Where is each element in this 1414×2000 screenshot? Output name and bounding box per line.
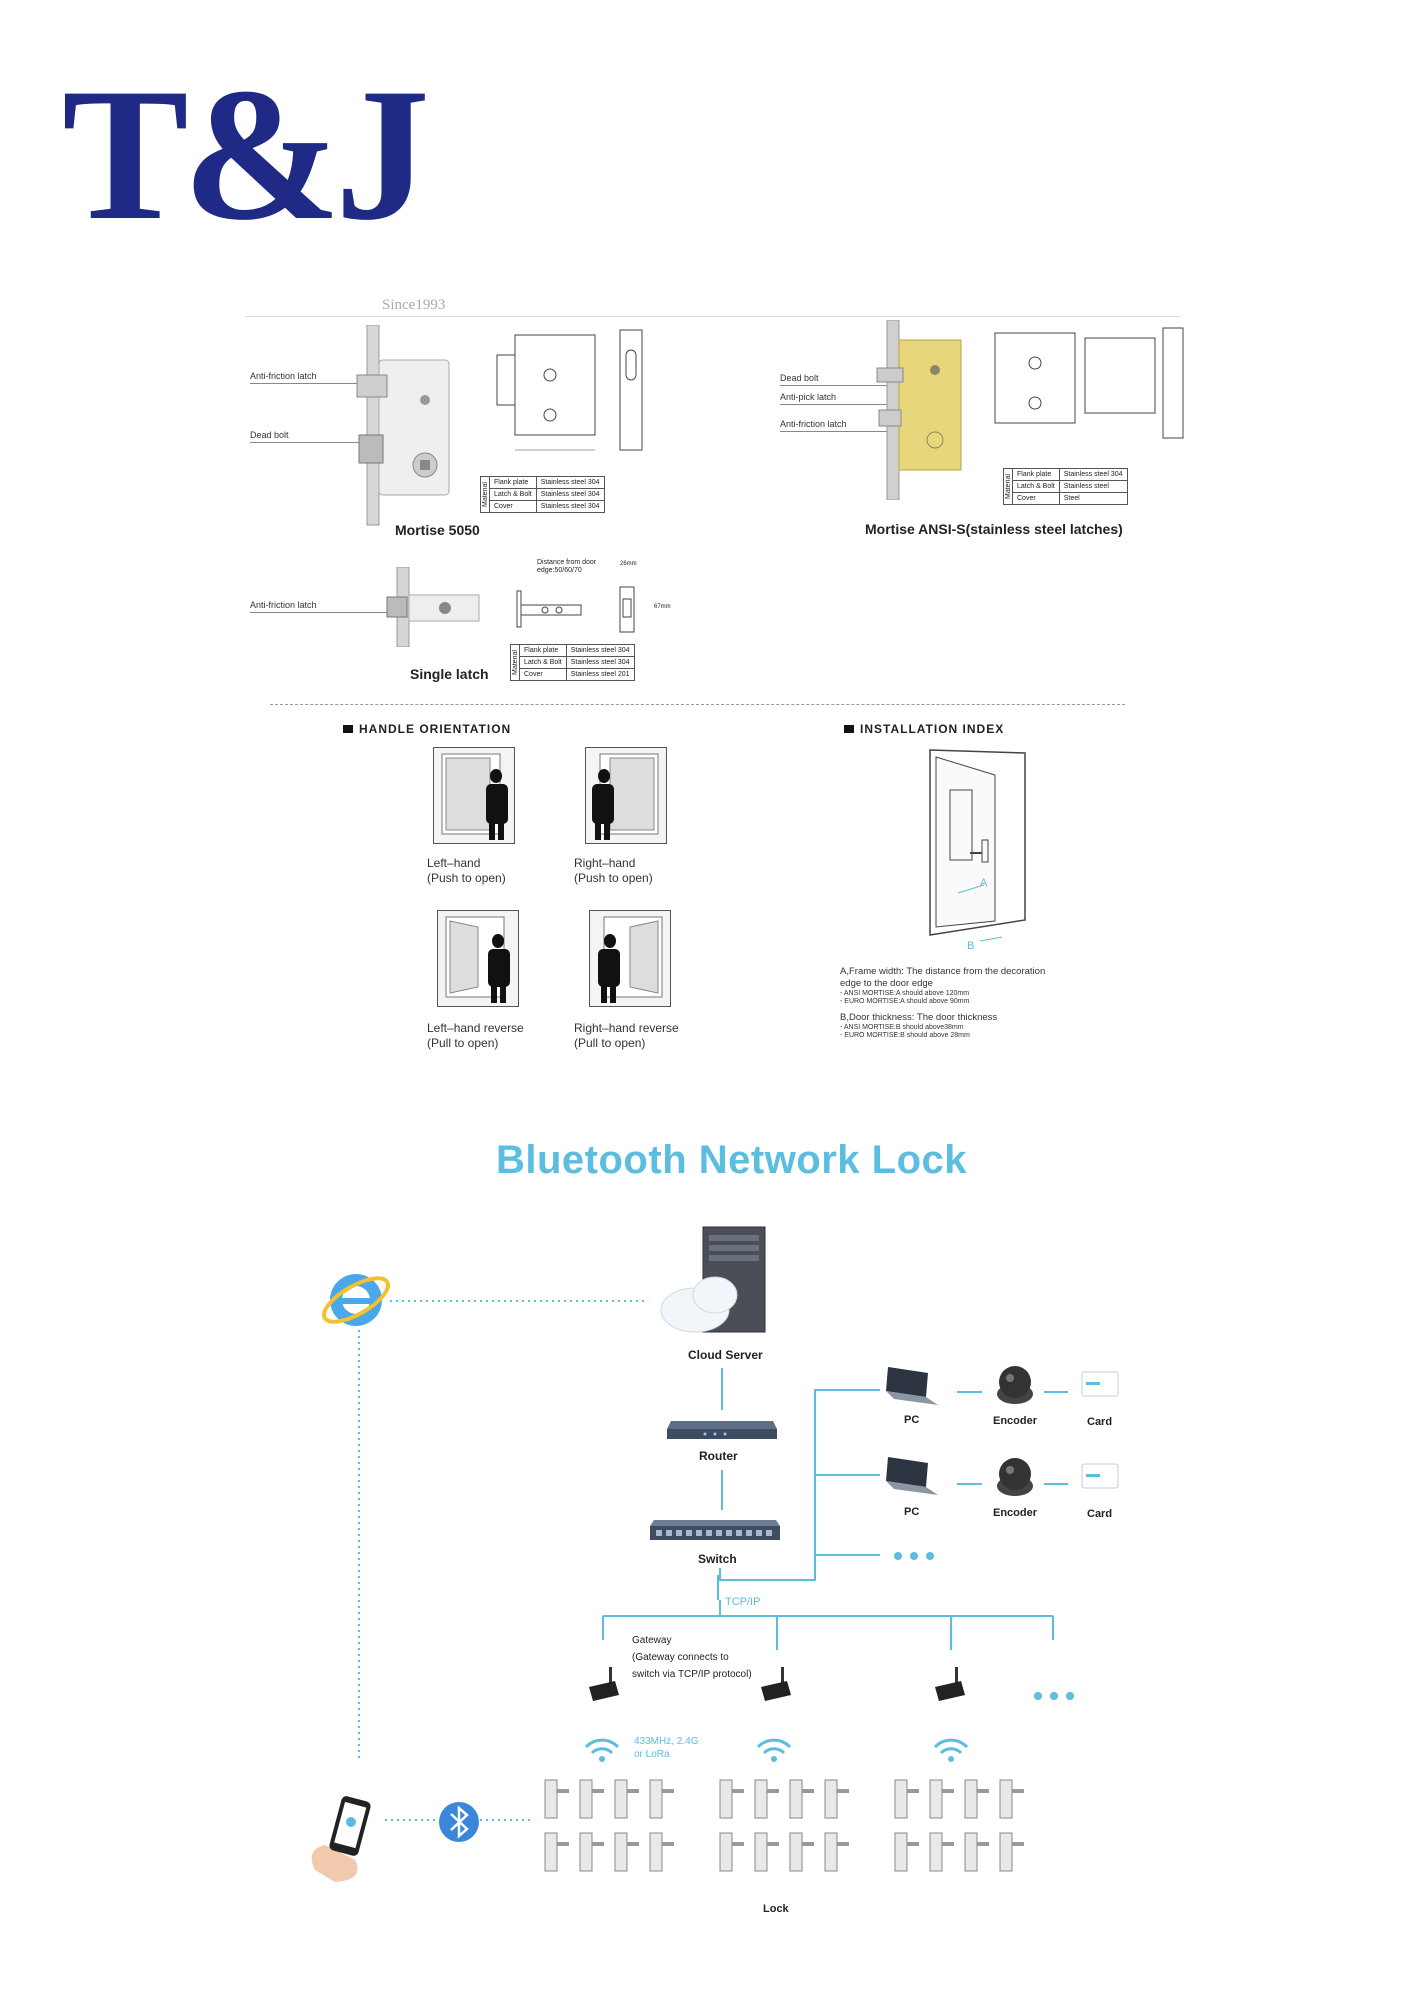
installation-index-heading: INSTALLATION INDEX [844, 722, 1004, 736]
card-label-1: Card [1087, 1416, 1113, 1428]
pc-icon-1 [886, 1367, 938, 1405]
mortise-ansi-photo [876, 320, 962, 500]
switch-label: Switch [698, 1552, 737, 1566]
door-left-hand-figure [433, 747, 515, 844]
lock-array [544, 1779, 1025, 1872]
handle-right-hand-reverse [589, 910, 671, 1012]
encoder-icon-1 [997, 1366, 1033, 1404]
caption-right-hand: Right–hand(Push to open) [574, 856, 653, 885]
mortise-ansi-caption: Mortise ANSI-S(stainless steel latches) [865, 521, 1123, 537]
label-ansi-dead-bolt: Dead bolt [780, 373, 819, 383]
header-divider [245, 316, 1180, 317]
cloud-server-label: Cloud Server [688, 1348, 763, 1362]
single-latch-dim-note: Distance from door edge:50/60/70 [537, 559, 597, 574]
more-dots-gateway [1034, 1692, 1074, 1700]
handle-left-hand [433, 747, 515, 849]
wifi-icon-2 [756, 1738, 792, 1762]
handle-right-hand [585, 747, 667, 849]
single-latch-dim-a: 26mm [620, 561, 637, 567]
caption-right-hand-reverse: Right–hand reverse(Pull to open) [574, 1021, 679, 1050]
encoder-icon-2 [997, 1458, 1033, 1496]
install-letter-a: A [980, 877, 988, 889]
caption-left-hand-reverse: Left–hand reverse(Pull to open) [427, 1021, 524, 1050]
switch-icon [650, 1520, 780, 1540]
pc-label-1: PC [904, 1414, 920, 1426]
gateway-icon-3 [935, 1667, 965, 1701]
mortise-5050-photo [356, 325, 450, 526]
encoder-label-1: Encoder [993, 1415, 1038, 1427]
router-icon [667, 1421, 777, 1439]
label-ansi-anti-friction-latch: Anti-friction latch [780, 419, 847, 429]
router-label: Router [699, 1449, 738, 1463]
single-latch-dim-b: 67mm [654, 604, 671, 610]
pc-label-2: PC [904, 1506, 920, 1518]
pc-icon-2 [886, 1457, 938, 1495]
label-single-anti-friction-latch: Anti-friction latch [250, 600, 317, 610]
install-letter-b: B [967, 940, 975, 952]
wifi-icon-3 [933, 1738, 969, 1762]
card-label-2: Card [1087, 1508, 1113, 1520]
installation-notes: A,Frame width: The distance from the dec… [840, 966, 1046, 1039]
gateway-icon-1 [589, 1667, 619, 1701]
tcpip-label: TCP/IP [725, 1596, 761, 1608]
bluetooth-icon [439, 1802, 479, 1842]
wifi-icon-1 [584, 1738, 620, 1762]
single-latch-section: Anti-friction latch Distance from door e… [240, 555, 690, 695]
mortise-5050-caption: Mortise 5050 [395, 522, 480, 538]
handle-left-hand-reverse [437, 910, 519, 1012]
handle-orientation-heading: HANDLE ORIENTATION [343, 722, 511, 736]
brand-logo: T&J [62, 50, 430, 260]
label-anti-pick-latch: Anti-pick latch [780, 392, 837, 402]
gateway-description: Gateway (Gateway connects to switch via … [632, 1635, 752, 1680]
single-latch-caption: Single latch [410, 666, 489, 682]
door-right-hand-figure [585, 747, 667, 844]
network-title: Bluetooth Network Lock [496, 1138, 968, 1182]
smartphone-hand-icon [311, 1796, 371, 1882]
door-right-hand-reverse-figure [589, 910, 671, 1007]
gateway-icon-2 [761, 1667, 791, 1701]
mortise-ansi-drawing [994, 327, 1184, 439]
lock-label: Lock [763, 1903, 789, 1915]
installation-door-figure [929, 749, 1026, 942]
encoder-label-2: Encoder [993, 1507, 1038, 1519]
card-icon-1 [1081, 1371, 1119, 1397]
mortise-5050-drawing [496, 329, 643, 451]
since-text: Since1993 [382, 297, 446, 313]
caption-left-hand: Left–hand(Push to open) [427, 856, 506, 885]
label-dead-bolt: Dead bolt [250, 430, 289, 440]
label-anti-friction-latch: Anti-friction latch [250, 371, 317, 381]
mortise-ansi-section: Dead bolt Anti-pick latch Anti-friction … [770, 318, 1190, 543]
more-dots-pc [894, 1552, 934, 1560]
card-icon-2 [1081, 1463, 1119, 1489]
single-latch-drawing [516, 586, 635, 633]
section-divider [270, 704, 1125, 705]
single-latch-photo [386, 567, 480, 647]
internet-explorer-icon [322, 1274, 390, 1326]
cloud-server-icon [660, 1226, 766, 1333]
door-left-hand-reverse-figure [437, 910, 519, 1007]
